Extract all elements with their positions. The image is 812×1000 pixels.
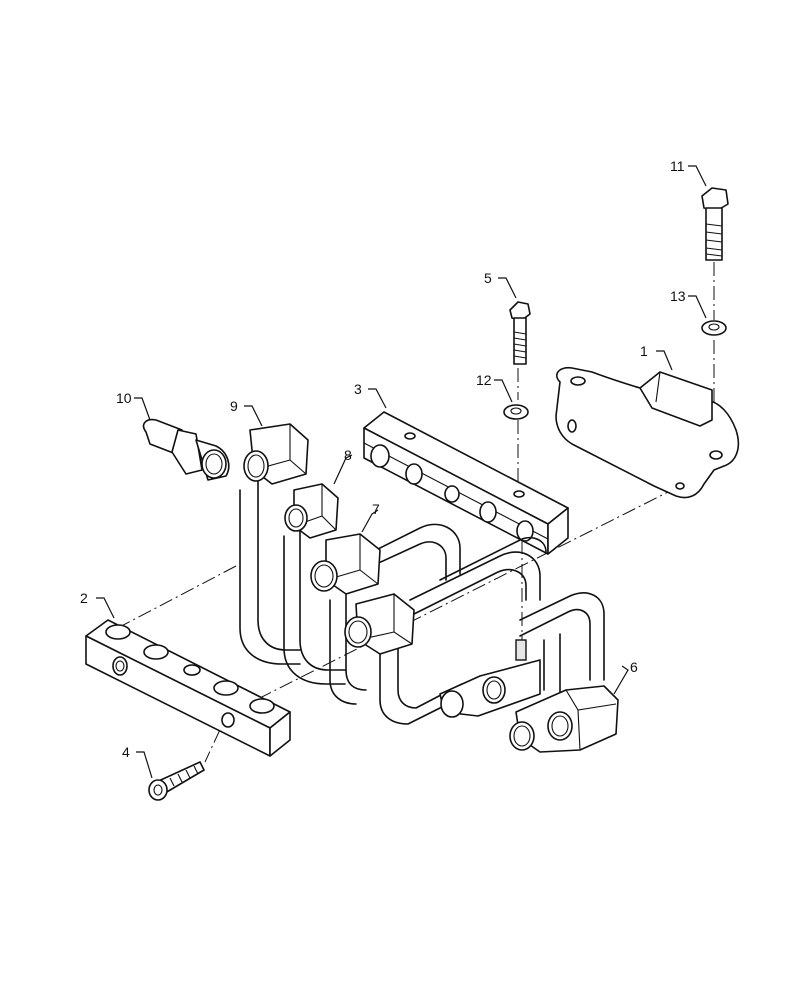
callout-11: 11 (670, 158, 685, 174)
callout-10: 10 (116, 390, 132, 406)
support-bracket (555, 366, 740, 499)
callout-2: 2 (80, 590, 88, 606)
washer-13 (701, 320, 727, 336)
callout-8: 8 (344, 447, 352, 463)
fitting-10 (142, 418, 230, 481)
tube-assembly-8 (283, 483, 346, 685)
callout-9: 9 (230, 398, 238, 414)
tube-assembly-7 (310, 523, 461, 705)
tube-assembly-9 (239, 423, 309, 665)
callout-5: 5 (484, 270, 492, 286)
upper-clamp-block (363, 411, 569, 555)
callout-labels: 1 2 3 4 5 6 7 8 9 10 11 12 13 (80, 158, 686, 760)
callout-13: 13 (670, 288, 686, 304)
lower-clamp-block (85, 619, 291, 757)
callout-6: 6 (630, 659, 638, 675)
cap-screw-4 (148, 761, 205, 801)
bolt-5 (509, 301, 531, 365)
callout-3: 3 (354, 381, 362, 397)
callout-4: 4 (122, 744, 130, 760)
callout-1: 1 (640, 343, 648, 359)
leader-lines (96, 165, 707, 779)
callout-12: 12 (476, 372, 492, 388)
tube-assembly-6 (344, 536, 619, 753)
washer-12 (503, 404, 529, 420)
callout-7: 7 (372, 501, 380, 517)
bolt-11 (701, 187, 729, 261)
